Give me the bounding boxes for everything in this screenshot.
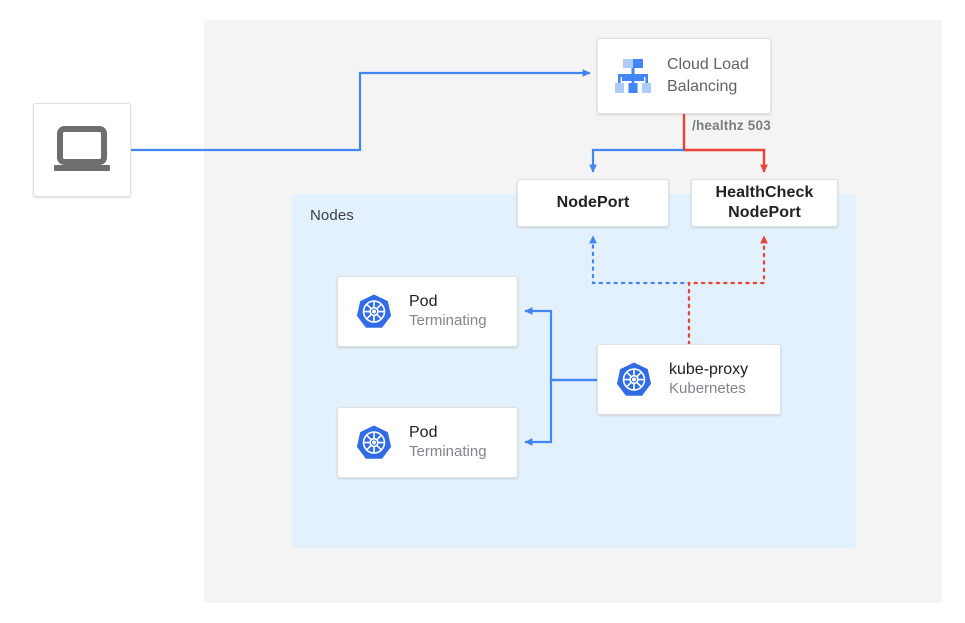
kube-proxy-card[interactable]: kube-proxy Kubernetes	[597, 344, 781, 415]
pod-title-1: Pod	[409, 293, 438, 311]
nodeport-card[interactable]: NodePort	[517, 179, 669, 227]
nodes-panel-label: Nodes	[310, 207, 354, 224]
pod-card-1[interactable]: Pod Terminating	[337, 276, 518, 347]
cloud-load-balancing-line1: Cloud Load	[667, 56, 749, 73]
pod-card-2[interactable]: Pod Terminating	[337, 407, 518, 478]
pod-labels-1: Pod Terminating	[409, 293, 487, 330]
cloud-load-balancing-line2: Balancing	[667, 78, 738, 95]
pod-status-1: Terminating	[409, 312, 487, 330]
edge-load-balancer-to-healthcheck-nodeport	[682, 114, 768, 173]
cloud-load-balancing-label: Cloud Load Balancing	[667, 54, 749, 98]
cloud-load-balancing-card[interactable]: Cloud Load Balancing	[597, 38, 771, 114]
kube-proxy-title: kube-proxy	[669, 361, 749, 379]
edge-kube-proxy-to-pod2	[524, 378, 597, 446]
edge-kube-proxy-to-healthcheck-nodeport	[687, 234, 768, 346]
healthcheck-nodeport-line2: NodePort	[728, 204, 801, 221]
edge-kube-proxy-to-nodeport	[589, 234, 691, 346]
cloud-load-balancing-icon	[615, 59, 651, 93]
edge-kube-proxy-to-pod1	[524, 307, 597, 382]
laptop-icon	[54, 126, 110, 171]
client-card[interactable]	[33, 103, 131, 197]
kubernetes-icon	[356, 294, 392, 328]
nodeport-label: NodePort	[556, 194, 630, 211]
healthz-edge-label: /healthz 503	[692, 118, 771, 133]
pod-title-2: Pod	[409, 424, 438, 442]
kubernetes-icon	[356, 425, 392, 459]
edge-client-to-load-balancer	[131, 69, 591, 152]
healthcheck-nodeport-card[interactable]: HealthCheck NodePort	[691, 179, 838, 227]
kube-proxy-subtitle: Kubernetes	[669, 380, 746, 398]
kubernetes-icon	[616, 362, 652, 396]
pod-status-2: Terminating	[409, 443, 487, 461]
healthcheck-nodeport-line1: HealthCheck	[715, 184, 814, 201]
healthcheck-nodeport-label: HealthCheck NodePort	[715, 183, 813, 223]
kube-proxy-labels: kube-proxy Kubernetes	[669, 361, 748, 398]
edge-load-balancer-to-nodeport	[589, 148, 684, 173]
pod-labels-2: Pod Terminating	[409, 424, 487, 461]
